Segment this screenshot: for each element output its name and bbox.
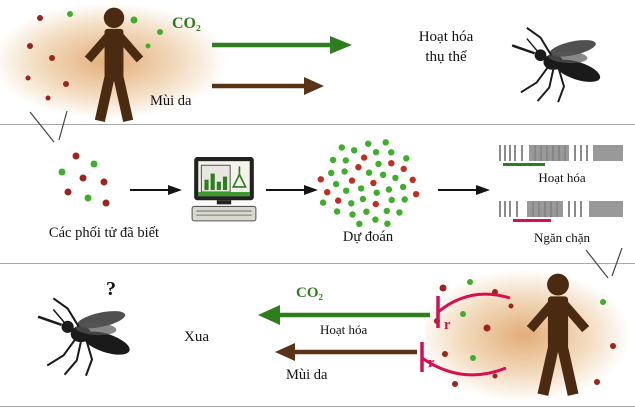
co2-label-bottom: CO₂ — [296, 285, 323, 301]
mosquito-icon-top — [508, 20, 616, 108]
gene-diagram-blocked — [499, 201, 623, 222]
receptor-inhibition-symbols — [420, 292, 511, 377]
co2-label-top: CO₂ — [172, 15, 201, 32]
prediction-label: Dự đoán — [342, 229, 394, 245]
known-ligand-dots — [58, 152, 110, 207]
gene-diagram-activated — [499, 145, 623, 166]
repel-label: Xua — [184, 329, 209, 345]
unknown-question-mark: ? — [106, 278, 116, 300]
computer-icon — [188, 154, 260, 228]
skin-odor-repel-arrow — [275, 343, 417, 361]
skin-odor-label-top: Mùi da — [150, 93, 192, 109]
row-divider-top — [0, 124, 635, 125]
receptor-r-label-2: r — [428, 355, 435, 371]
known-ligands-label: Các phối tử đã biết — [48, 225, 160, 241]
flow-arrow-2 — [266, 185, 318, 195]
skin-odor-label-bottom: Mùi da — [286, 367, 328, 383]
row-divider-bottom — [0, 406, 635, 407]
activation-label-genes: Hoạt hóa — [538, 170, 586, 185]
receptor-r-label-1: r — [444, 317, 451, 333]
receptor-activation-label: Hoạt hóa thụ thể — [418, 29, 474, 65]
skin-background-bottom — [425, 266, 635, 405]
activation-label-bottom: Hoạt hóa — [320, 322, 368, 337]
skin-odor-activation-arrow — [212, 77, 324, 95]
person-icon-top — [78, 6, 150, 124]
flow-arrow-3 — [438, 185, 490, 195]
predicted-ligand-cluster — [317, 139, 420, 227]
co2-activation-arrow — [212, 36, 352, 54]
mosquito-icon-bottom — [34, 290, 146, 382]
row-divider-middle — [0, 263, 635, 264]
co2-repel-arrow — [258, 305, 430, 325]
odor-dots-top — [25, 11, 163, 101]
person-icon-bottom — [520, 272, 596, 398]
blocking-label-genes: Ngăn chặn — [534, 230, 590, 245]
flow-arrow-1 — [130, 185, 182, 195]
